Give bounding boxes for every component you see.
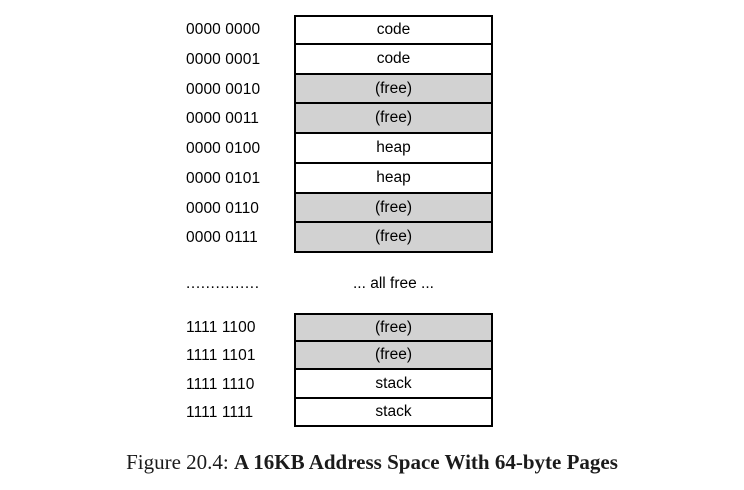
upper-page-row: 0000 0110 (free) xyxy=(186,193,493,224)
elision-content-label: ... all free ... xyxy=(353,275,434,292)
upper-page-row-spacer xyxy=(278,194,294,224)
lower-page-row: 1111 1111 stack xyxy=(186,398,493,428)
upper-page-row: 0000 0101 heap xyxy=(186,163,493,194)
upper-page-page-cell: code xyxy=(294,44,493,75)
upper-page-row-spacer xyxy=(278,104,294,134)
upper-page-row-spacer xyxy=(278,134,294,164)
upper-page-page-cell: code xyxy=(294,15,493,45)
upper-page-row: 0000 0100 heap xyxy=(186,134,493,164)
elision-row: ............... ... all free ... xyxy=(186,276,493,292)
upper-page-row: 0000 0000 code xyxy=(186,15,493,45)
elision-address-dots: ............... xyxy=(186,275,260,292)
lower-page-row-spacer xyxy=(278,370,294,399)
lower-page-row: 1111 1101 (free) xyxy=(186,341,493,371)
lower-page-row-spacer xyxy=(278,399,294,428)
upper-page-address-label: 0000 0001 xyxy=(186,50,261,68)
upper-page-address-label: 0000 0111 xyxy=(186,229,258,247)
upper-page-page-cell: (free) xyxy=(294,193,493,224)
lower-page-page-cell: stack xyxy=(294,398,493,427)
upper-page-address-label: 0000 0011 xyxy=(186,110,260,128)
upper-page-row-spacer xyxy=(278,223,294,253)
upper-page-page-cell: heap xyxy=(294,163,493,194)
lower-page-address-label: 1111 1111 xyxy=(186,404,254,421)
upper-page-row: 0000 0001 code xyxy=(186,44,493,75)
caption-prefix: Figure 20.4: xyxy=(126,450,229,474)
upper-page-row-spacer xyxy=(278,45,294,75)
address-space-lower-block: 1111 1100 (free) 1111 1101 (free) 1111 1110 s… xyxy=(186,313,493,427)
lower-page-address-label: 1111 1100 xyxy=(186,318,256,336)
lower-page-page-cell: (free) xyxy=(294,341,493,370)
upper-page-address-label: 0000 0010 xyxy=(186,80,261,98)
upper-page-row: 0000 0111 (free) xyxy=(186,223,493,253)
upper-page-page-cell: (free) xyxy=(294,104,493,134)
lower-page-row: 1111 1100 (free) xyxy=(186,313,493,342)
lower-page-row-spacer xyxy=(278,313,294,342)
upper-page-row-spacer xyxy=(278,164,294,194)
upper-page-page-cell: (free) xyxy=(294,223,493,253)
upper-page-address-label: 0000 0101 xyxy=(186,169,261,187)
caption-title: A 16KB Address Space With 64-byte Pages xyxy=(234,450,618,474)
lower-page-row: 1111 1110 stack xyxy=(186,370,493,399)
address-space-upper-block: 0000 0000 code 0000 0001 code 0000 0010 (free… xyxy=(186,15,493,253)
upper-page-row: 0000 0010 (free) xyxy=(186,74,493,105)
upper-page-row: 0000 0011 (free) xyxy=(186,104,493,134)
upper-page-row-spacer xyxy=(278,75,294,105)
lower-page-page-cell: stack xyxy=(294,370,493,399)
lower-page-row-spacer xyxy=(278,342,294,371)
upper-page-page-cell: heap xyxy=(294,134,493,164)
lower-page-address-label: 1111 1101 xyxy=(186,347,256,364)
upper-page-address-label: 0000 0110 xyxy=(186,199,260,217)
lower-page-address-label: 1111 1110 xyxy=(186,375,255,393)
lower-page-page-cell: (free) xyxy=(294,313,493,342)
figure-caption: Figure 20.4: A 16KB Address Space With 6… xyxy=(0,450,744,475)
upper-page-address-label: 0000 0000 xyxy=(186,21,261,39)
upper-page-address-label: 0000 0100 xyxy=(186,140,261,158)
upper-page-row-spacer xyxy=(278,15,294,45)
upper-page-page-cell: (free) xyxy=(294,74,493,105)
